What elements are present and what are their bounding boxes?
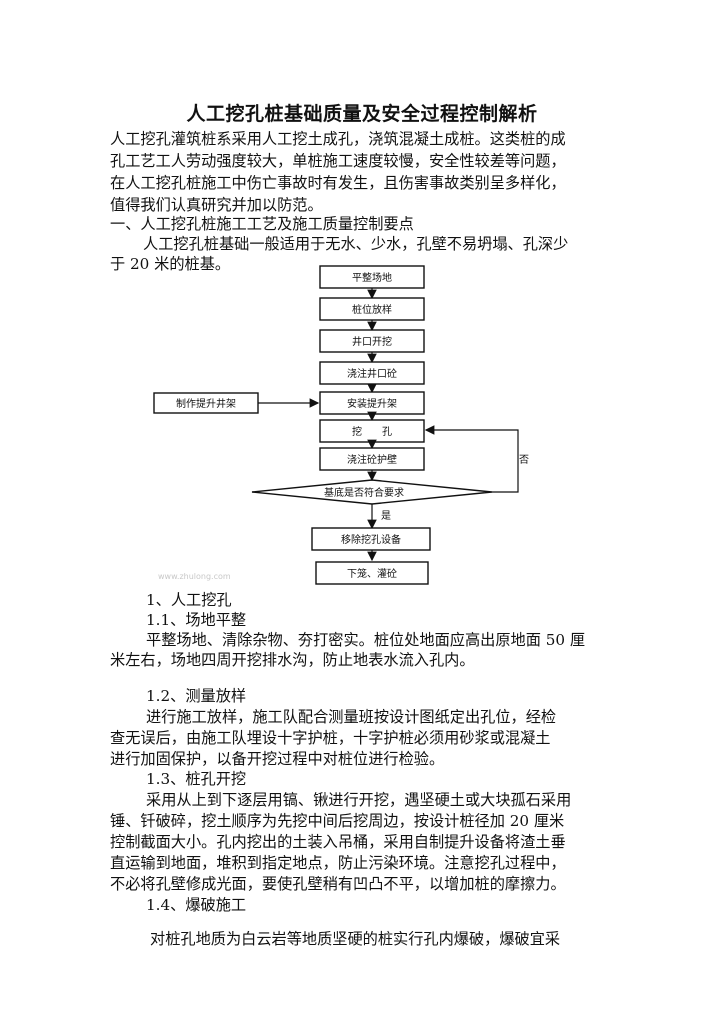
para-1-2-line-3: 进行加固保护，以备开挖过程中对桩位进行检验。 bbox=[110, 750, 445, 768]
heading-1-4-visible: 1.4、爆破施工 bbox=[146, 896, 247, 914]
flow-no-label: 否 bbox=[519, 454, 529, 466]
intro-line-2: 孔工艺工人劳动强度较大，单桩施工速度较慢，安全性较差等问题， bbox=[110, 152, 566, 170]
flow-step-pour-wellhead: 浇注井口砼 bbox=[319, 361, 425, 385]
flow-step-remove-equipment: 移除挖孔设备 bbox=[311, 527, 431, 551]
flow-step-wellhead-label: 井口开挖 bbox=[352, 335, 392, 348]
heading-1-2: 1.2、测量放样 bbox=[146, 687, 247, 705]
flow-side-make-frame-label: 制作提升井架 bbox=[176, 397, 236, 410]
flow-step-leveling-label: 平整场地 bbox=[352, 271, 392, 284]
para-1-1-line-2: 米左右，场地四周开挖排水沟，防止地表水流入孔内。 bbox=[110, 651, 475, 669]
para-1-3-line-5: 不必将孔壁修成光面，要使孔壁稍有凹凸不平，以增加桩的摩擦力。 bbox=[110, 875, 566, 893]
flow-yes-label: 是 bbox=[381, 510, 391, 522]
flow-decision-label: 基底是否符合要求 bbox=[324, 486, 404, 499]
construction-flowchart: 平整场地 桩位放样 井口开挖 浇注井口砼 安装提升架 制作提升井架 挖 孔 浇注… bbox=[153, 265, 529, 585]
flow-step-dig-label: 挖 孔 bbox=[352, 425, 392, 438]
subsection-heading: 1、人工挖孔 bbox=[146, 591, 232, 609]
flow-decision: 基底是否符合要求 bbox=[251, 479, 493, 505]
document-title: 人工挖孔桩基础质量及安全过程控制解析 bbox=[186, 103, 538, 125]
flow-side-make-frame: 制作提升井架 bbox=[153, 392, 259, 414]
intro-line-1: 人工挖孔灌筑桩系采用人工挖土成孔，浇筑混凝土成桩。这类桩的成 bbox=[110, 130, 566, 148]
para-1-3-line-2: 锤、钎破碎，挖土顺序为先挖中间后挖周边，按设计桩径加 20 厘米 bbox=[110, 812, 565, 830]
section-para-line-2: 于 20 米的桩基。 bbox=[110, 255, 231, 273]
flow-step-install-lift: 安装提升架 bbox=[319, 391, 425, 415]
section-para-line-1: 人工挖孔桩基础一般适用于无水、少水，孔壁不易坍塌、孔深少 bbox=[143, 235, 569, 253]
flow-step-cage-pour-label: 下笼、灌砼 bbox=[347, 567, 397, 580]
flow-step-cage-pour: 下笼、灌砼 bbox=[315, 561, 429, 585]
flow-step-leveling: 平整场地 bbox=[319, 265, 425, 289]
para-1-2-line-1: 进行施工放样，施工队配合测量班按设计图纸定出孔位，经检 bbox=[146, 708, 557, 726]
intro-line-4: 值得我们认真研究并加以防范。 bbox=[110, 196, 323, 214]
heading-1-1: 1.1、场地平整 bbox=[146, 611, 247, 629]
watermark: www.zhulong.com bbox=[158, 572, 231, 581]
para-1-2-line-2: 查无误后，由施工队埋设十字护桩，十字护桩必须用砂浆或混凝土 bbox=[110, 729, 551, 747]
para-1-3-line-3: 控制截面大小。孔内挖出的土装入吊桶，采用自制提升设备将渣土垂 bbox=[110, 833, 566, 851]
flow-step-remove-equipment-label: 移除挖孔设备 bbox=[341, 533, 401, 546]
flow-step-install-lift-label: 安装提升架 bbox=[347, 397, 397, 410]
flow-step-wellhead: 井口开挖 bbox=[319, 329, 425, 353]
flow-step-dig: 挖 孔 bbox=[319, 419, 425, 443]
para-1-4-line-1: 对桩孔地质为白云岩等地质坚硬的桩实行孔内爆破，爆破宜采 bbox=[150, 930, 561, 948]
intro-line-3: 在人工挖孔桩施工中伤亡事故时有发生，且伤害事故类别呈多样化， bbox=[110, 174, 566, 192]
para-1-3-line-1: 采用从上到下逐层用镐、锹进行开挖，遇坚硬土或大块孤石采用 bbox=[146, 791, 572, 809]
section-heading: 一、人工挖孔桩施工工艺及施工质量控制要点 bbox=[110, 215, 414, 233]
para-1-1-line-1: 平整场地、清除杂物、夯打密实。桩位处地面应高出原地面 50 厘 bbox=[146, 631, 586, 649]
flow-step-pour-wellhead-label: 浇注井口砼 bbox=[347, 367, 397, 380]
flow-step-wall: 浇注砼护壁 bbox=[319, 447, 425, 471]
flow-step-wall-label: 浇注砼护壁 bbox=[347, 453, 397, 466]
heading-1-3: 1.3、桩孔开挖 bbox=[146, 770, 247, 788]
flow-step-layout-label: 桩位放样 bbox=[352, 303, 392, 316]
para-1-3-line-4: 直运输到地面，堆积到指定地点，防止污染环境。注意挖孔过程中， bbox=[110, 854, 566, 872]
flow-step-layout: 桩位放样 bbox=[319, 297, 425, 321]
